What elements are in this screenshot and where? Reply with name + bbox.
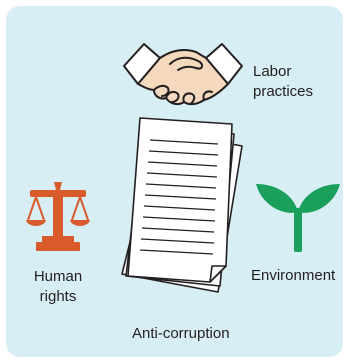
handshake-icon bbox=[123, 43, 243, 106]
documents-icon bbox=[121, 117, 243, 293]
environment-label: Environment bbox=[251, 267, 336, 284]
human-rights-label: Human rights bbox=[33, 268, 83, 305]
scales-icon bbox=[26, 182, 90, 251]
diagram-panel: Labor practices bbox=[6, 6, 343, 357]
sprout-icon bbox=[256, 184, 340, 252]
labor-practices-label: Labor practices bbox=[253, 63, 314, 100]
anti-corruption-label: Anti-corruption bbox=[132, 325, 230, 342]
